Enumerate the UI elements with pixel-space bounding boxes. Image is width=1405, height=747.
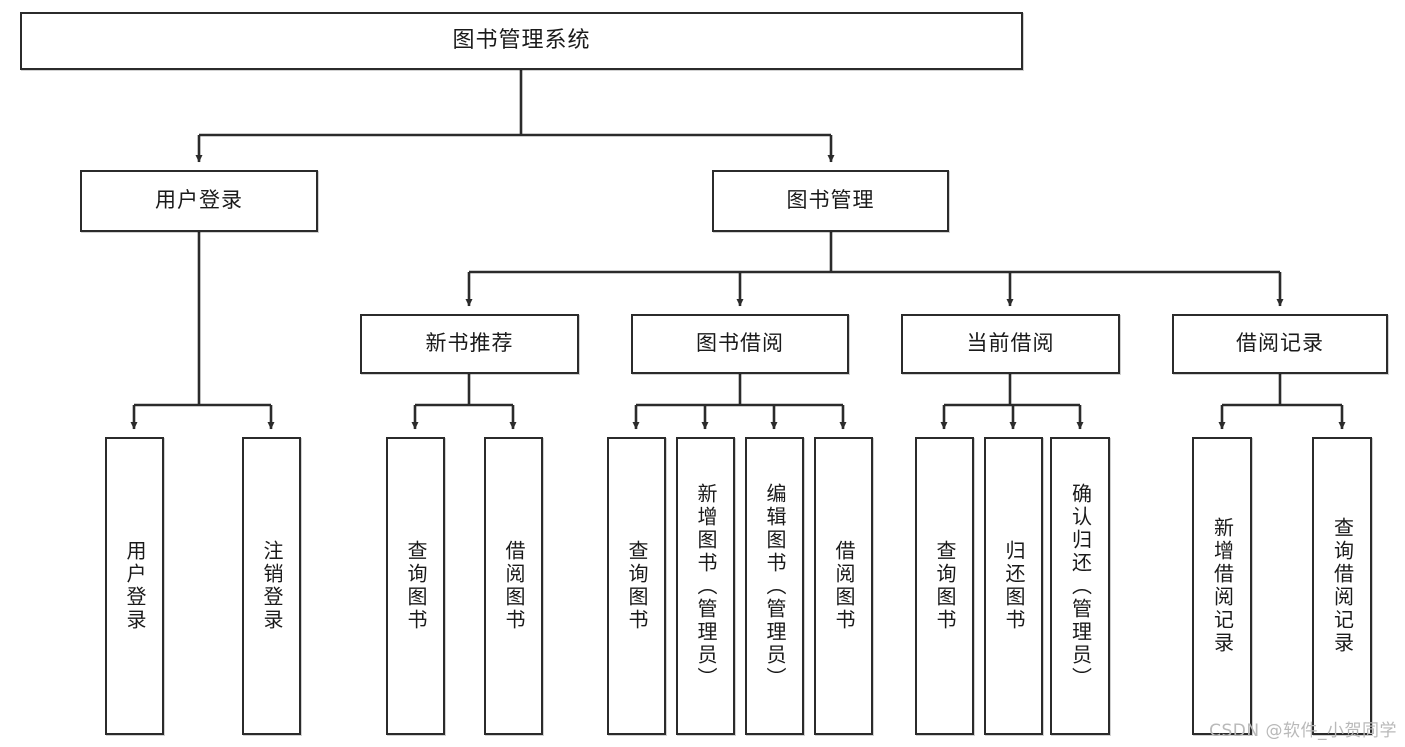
leaf-query-books-newbook[interactable]: 查询图书	[386, 437, 445, 735]
node-label: 确认归还（管理员）	[1068, 482, 1093, 690]
watermark: CSDN @软件_小贺同学	[1209, 721, 1397, 741]
leaf-return-books[interactable]: 归还图书	[984, 437, 1043, 735]
node-label: 注销登录	[260, 540, 284, 632]
leaf-query-books-current[interactable]: 查询图书	[915, 437, 974, 735]
node-label: 新增借阅记录	[1210, 517, 1235, 655]
leaf-borrow-books[interactable]: 借阅图书	[814, 437, 873, 735]
leaf-borrow-books-newbook[interactable]: 借阅图书	[484, 437, 543, 735]
node-label: 当前借阅	[966, 331, 1055, 356]
node-label: 新书推荐	[425, 331, 514, 356]
node-label: 借阅图书	[502, 540, 526, 632]
node-borrowing-records[interactable]: 借阅记录	[1172, 314, 1388, 374]
node-label: 查询借阅记录	[1330, 517, 1355, 655]
node-label: 借阅记录	[1236, 331, 1324, 356]
node-label: 用户登录	[155, 188, 243, 213]
node-label: 查询图书	[404, 540, 428, 632]
node-label: 编辑图书（管理员）	[763, 482, 787, 690]
node-user-login[interactable]: 用户登录	[80, 170, 318, 232]
node-root-book-management-system[interactable]: 图书管理系统	[20, 12, 1023, 70]
node-label: 新增图书（管理员）	[694, 482, 718, 690]
leaf-confirm-return-admin[interactable]: 确认归还（管理员）	[1050, 437, 1110, 735]
node-book-borrowing[interactable]: 图书借阅	[631, 314, 849, 374]
node-book-management[interactable]: 图书管理	[712, 170, 949, 232]
node-label: 用户登录	[123, 540, 147, 632]
node-label: 归还图书	[1002, 540, 1026, 632]
node-label: 图书管理系统	[452, 27, 591, 53]
node-new-book-recommendation[interactable]: 新书推荐	[360, 314, 579, 374]
node-label: 借阅图书	[832, 540, 856, 632]
leaf-query-books-borrow[interactable]: 查询图书	[607, 437, 666, 735]
node-label: 查询图书	[625, 540, 649, 632]
leaf-logout[interactable]: 注销登录	[242, 437, 301, 735]
leaf-add-borrow-record[interactable]: 新增借阅记录	[1192, 437, 1252, 735]
node-current-borrowing[interactable]: 当前借阅	[901, 314, 1120, 374]
node-label: 查询图书	[933, 540, 957, 632]
leaf-edit-book-admin[interactable]: 编辑图书（管理员）	[745, 437, 804, 735]
leaf-user-login[interactable]: 用户登录	[105, 437, 164, 735]
leaf-query-borrow-record[interactable]: 查询借阅记录	[1312, 437, 1372, 735]
leaf-add-book-admin[interactable]: 新增图书（管理员）	[676, 437, 735, 735]
node-label: 图书借阅	[696, 331, 784, 356]
node-label: 图书管理	[786, 188, 875, 213]
